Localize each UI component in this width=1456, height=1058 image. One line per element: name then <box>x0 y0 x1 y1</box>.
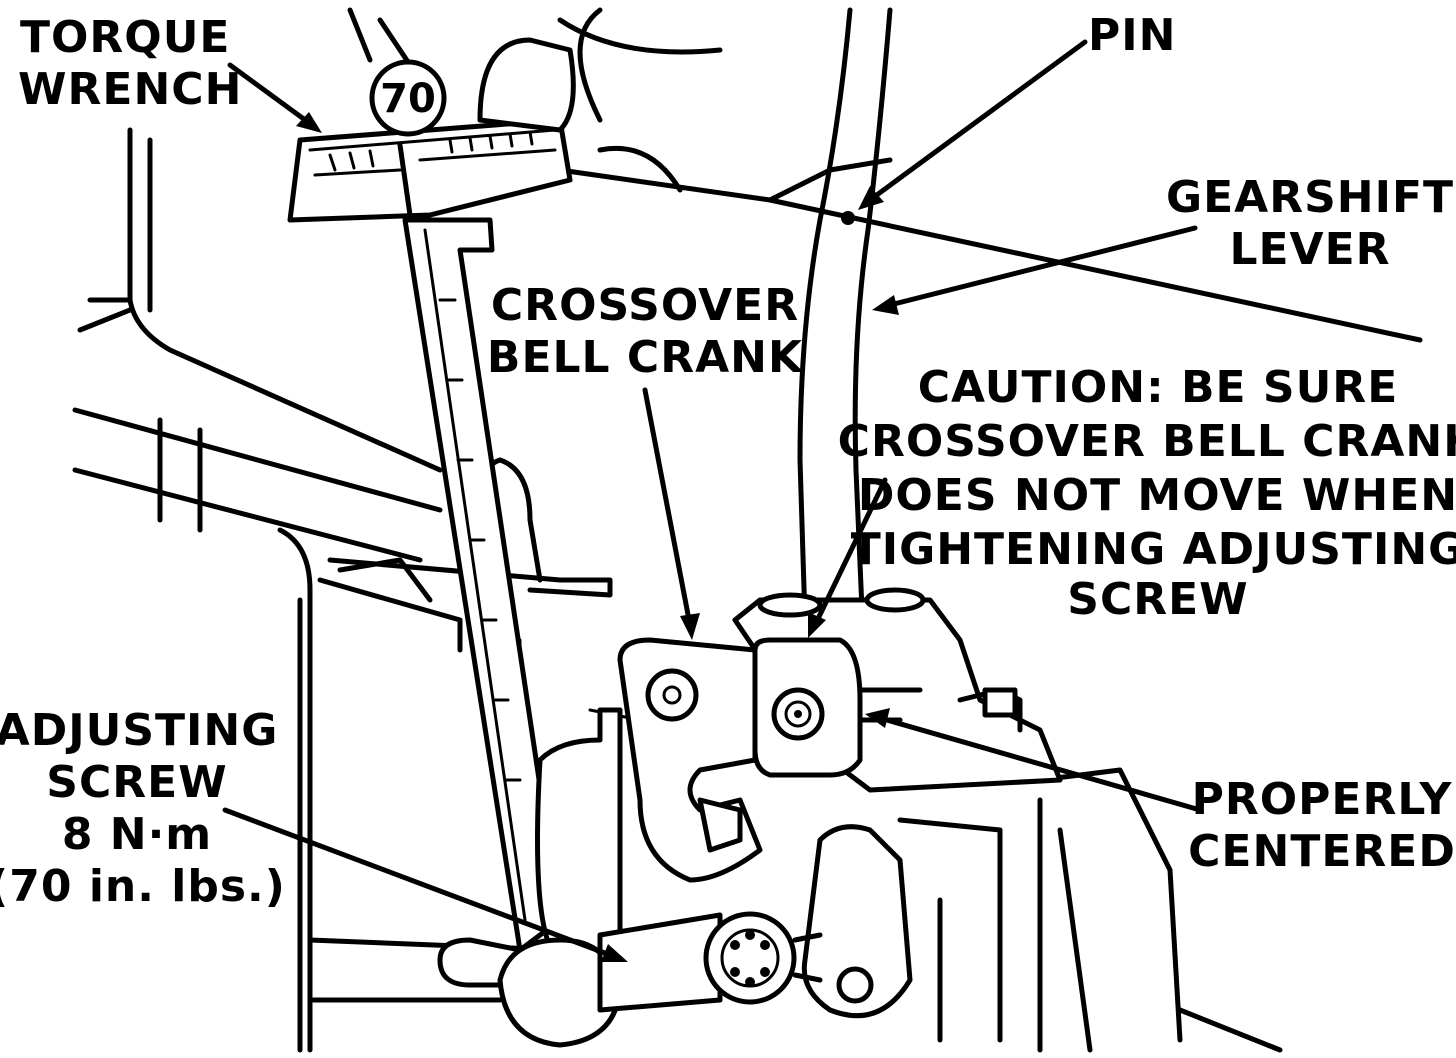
pin-arrowhead <box>858 186 884 210</box>
crossover-bell-crank <box>535 587 1063 1019</box>
bell-crank-arrowhead <box>680 613 700 640</box>
svg-text:CROSSOVER: CROSSOVER <box>491 280 799 331</box>
svg-text:BELL CRANK: BELL CRANK <box>487 332 804 383</box>
svg-text:TIGHTENING ADJUSTING: TIGHTENING ADJUSTING <box>851 524 1456 575</box>
torque-dial-reading: 70 <box>380 76 436 122</box>
svg-text:SCREW: SCREW <box>46 757 227 808</box>
torque-wrench-arrowhead <box>296 112 322 133</box>
torque-wrench: 70 <box>287 37 576 953</box>
label-caution: CAUTION: BE SURE CROSSOVER BELL CRANK DO… <box>838 362 1456 625</box>
gearshift-lever <box>797 7 893 623</box>
svg-text:WRENCH: WRENCH <box>18 64 242 115</box>
svg-text:LEVER: LEVER <box>1229 224 1390 275</box>
svg-text:CAUTION: BE SURE: CAUTION: BE SURE <box>918 362 1399 413</box>
svg-text:DOES NOT MOVE WHEN: DOES NOT MOVE WHEN <box>858 470 1456 521</box>
label-gearshift-lever: GEARSHIFT LEVER <box>1166 172 1454 275</box>
svg-text:CENTERED: CENTERED <box>1188 826 1456 877</box>
svg-text:SCREW: SCREW <box>1067 574 1248 625</box>
label-adjusting-screw: ADJUSTING SCREW 8 N·m (70 in. lbs.) <box>0 705 286 912</box>
leader-arrows <box>222 39 1203 962</box>
svg-text:ADJUSTING: ADJUSTING <box>0 705 278 756</box>
adjusting-screw <box>437 911 823 1048</box>
svg-text:(70 in. lbs.): (70 in. lbs.) <box>0 861 286 912</box>
svg-text:GEARSHIFT: GEARSHIFT <box>1166 172 1454 223</box>
gearshift-lever-arrowhead <box>872 295 899 315</box>
label-pin: PIN <box>1088 10 1176 61</box>
svg-text:PIN: PIN <box>1088 10 1176 61</box>
label-crossover-bell-crank: CROSSOVER BELL CRANK <box>487 280 804 383</box>
adjusting-screw-arrowhead <box>601 944 628 962</box>
svg-text:TORQUE: TORQUE <box>20 12 231 63</box>
svg-text:CROSSOVER BELL CRANK: CROSSOVER BELL CRANK <box>838 416 1456 467</box>
caution-arrowhead <box>808 612 826 638</box>
svg-text:8 N·m: 8 N·m <box>62 809 212 860</box>
properly-centered-arrowhead <box>865 708 890 728</box>
label-properly-centered: PROPERLY CENTERED <box>1188 774 1456 877</box>
label-torque-wrench: TORQUE WRENCH <box>18 12 242 115</box>
svg-text:PROPERLY: PROPERLY <box>1192 774 1453 825</box>
